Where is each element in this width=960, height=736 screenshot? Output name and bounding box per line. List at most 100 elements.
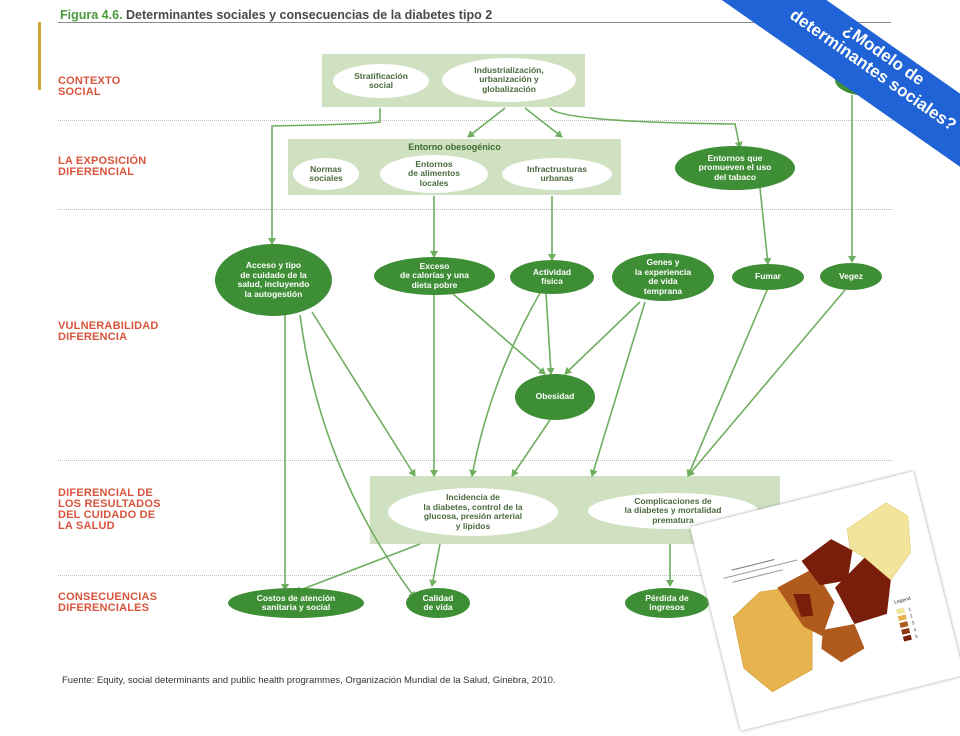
node-text: promueven el uso xyxy=(698,162,772,173)
map-legend-swatch xyxy=(896,607,906,615)
node-text: locales xyxy=(419,177,449,188)
node-text: social xyxy=(368,80,394,90)
node-text: Normas xyxy=(310,163,342,174)
node-text: del tabaco xyxy=(713,171,757,182)
slide: Figura 4.6. Determinantes sociales y con… xyxy=(38,0,960,693)
arrow xyxy=(451,292,546,375)
node-text: Acceso y tipo xyxy=(245,260,302,270)
map-legend-swatch xyxy=(897,614,907,622)
row-label-exposicion: LA EXPOSICIÓN DIFERENCIAL xyxy=(58,156,146,178)
node-text: Complicaciones de xyxy=(634,495,712,506)
node-text: la autogestión xyxy=(244,288,303,299)
row-label-vulnerabilidad: VULNERABILIDAD DIFERENCIA xyxy=(58,321,159,343)
arrow xyxy=(589,301,646,477)
row-separator xyxy=(58,209,893,210)
node-text: física xyxy=(541,276,563,286)
node-text: Obesidad xyxy=(535,391,575,402)
figure-title-text: Determinantes sociales y consecuencias d… xyxy=(126,8,493,22)
node-text: Fumar xyxy=(755,271,781,282)
node-obesidad: Obesidad xyxy=(515,374,595,420)
node-text: y lípidos xyxy=(455,520,491,531)
row-label-line: DIFERENCIAL DE xyxy=(58,487,153,499)
node-text: Stratificación xyxy=(354,70,408,81)
arrow xyxy=(268,108,381,245)
node-text: de cuidado de la xyxy=(240,269,307,280)
row-label-line: CONTEXTO xyxy=(58,75,121,87)
map-legend-level: 3 xyxy=(911,620,915,626)
map-legend-level: 4 xyxy=(913,627,917,633)
node-text: temprana xyxy=(643,285,683,296)
row-label-line: DIFERENCIA xyxy=(58,331,128,343)
arrow xyxy=(511,419,551,477)
node-text: glucosa, presión arterial xyxy=(423,511,523,521)
node-text: dieta pobre xyxy=(411,279,458,290)
arrow xyxy=(524,107,563,138)
node-text: sociales xyxy=(309,173,343,183)
node-text: Infractrusturas xyxy=(527,163,587,174)
node-text: globalización xyxy=(482,83,536,94)
row-label-line: CONSECUENCIAS xyxy=(58,591,158,603)
node-text: ingresos xyxy=(649,602,685,612)
node-text: prematura xyxy=(652,514,694,525)
node-text: de calorías y una xyxy=(400,270,469,281)
row-label-contexto-social: CONTEXTO SOCIAL xyxy=(58,76,121,98)
map-thumbnail: Legend 1 2 3 4 5 xyxy=(690,471,960,731)
slide-accent-bar xyxy=(38,22,41,90)
arrow xyxy=(429,543,441,587)
node-text: Genes y xyxy=(646,257,680,267)
row-label-line: DIFERENCIAL xyxy=(58,166,135,178)
arrow xyxy=(467,107,506,138)
arrow xyxy=(299,314,416,599)
node-text: Costos de atención xyxy=(256,592,336,603)
figure-number: Figura 4.6. xyxy=(60,8,123,22)
choropleth-map: Legend 1 2 3 4 5 xyxy=(723,502,919,693)
node-text: urbanas xyxy=(540,173,574,183)
map-region-dark-c xyxy=(793,593,814,617)
node-text: Calidad xyxy=(422,592,454,603)
map-region-mid-b xyxy=(821,624,865,663)
arrow xyxy=(294,543,421,594)
row-label-line: SOCIAL xyxy=(58,86,101,98)
node-text: la diabetes y mortalidad xyxy=(624,505,722,516)
node-text: la diabetes, control de la xyxy=(423,501,523,512)
obesogenic-band-title: Entorno obesogénico xyxy=(408,142,501,152)
map-legend-swatch xyxy=(901,627,911,635)
row-label-line: DIFERENCIALES xyxy=(58,602,150,614)
node-text: Pérdida de xyxy=(645,592,689,603)
map-region-dark-a xyxy=(801,539,853,586)
arrow xyxy=(549,107,743,149)
map-caption-lines xyxy=(723,559,798,583)
node-text: Entornos que xyxy=(707,152,763,163)
figure-title: Figura 4.6. Determinantes sociales y con… xyxy=(60,8,492,22)
row-separator xyxy=(58,575,893,576)
title-rule xyxy=(58,22,891,23)
node-text: de vida xyxy=(423,602,453,612)
map-region-west xyxy=(732,585,813,693)
map-legend-level: 2 xyxy=(910,613,914,619)
node-vegez: Vegez xyxy=(820,263,882,290)
map-legend-swatch xyxy=(902,634,912,642)
node-text: Vegez xyxy=(838,270,864,281)
arrow xyxy=(564,301,641,375)
row-label-line: VULNERABILIDAD xyxy=(58,320,159,332)
source-caption: Fuente: Equity, social determinants and … xyxy=(62,675,556,686)
map-legend-swatch xyxy=(899,621,909,628)
node-text: de vida xyxy=(648,276,678,286)
node-text: Incidencia de xyxy=(446,492,500,502)
node-fumar: Fumar xyxy=(732,264,804,290)
map-legend-level: 5 xyxy=(915,634,919,640)
node-text: urbanización y xyxy=(479,74,539,85)
row-label-line: LA EXPOSICIÓN xyxy=(58,155,147,167)
arrow xyxy=(469,292,541,477)
node-text: Exceso xyxy=(419,260,450,271)
map-legend-level: 1 xyxy=(908,606,912,612)
